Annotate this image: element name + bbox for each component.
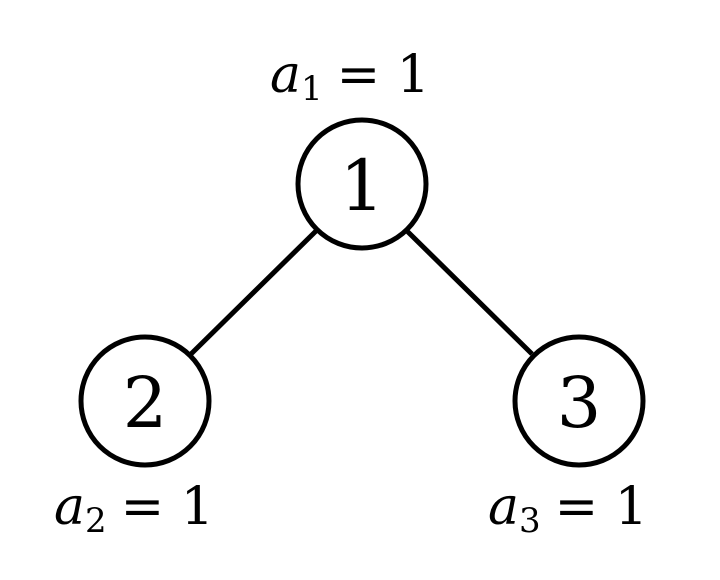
var: a <box>270 45 301 105</box>
edge-1-3 <box>405 229 534 356</box>
var: a <box>488 477 519 537</box>
node-3 <box>512 334 646 468</box>
equation: = 1 <box>121 477 214 537</box>
subscript: 3 <box>519 501 541 541</box>
node-2-label: 2 <box>123 362 168 444</box>
var: a <box>54 477 85 537</box>
equation: = 1 <box>555 477 648 537</box>
node-2 <box>78 334 212 468</box>
node-3-annotation: a3 = 1 <box>488 477 648 541</box>
edge-1-2 <box>189 229 318 356</box>
node-1 <box>295 117 429 251</box>
node-1-label: 1 <box>340 145 385 227</box>
node-2-annotation: a2 = 1 <box>54 477 214 541</box>
equation: = 1 <box>337 45 430 105</box>
subscript: 2 <box>85 501 107 541</box>
node-3-label: 3 <box>557 362 602 444</box>
subscript: 1 <box>301 69 323 109</box>
node-1-annotation: a1 = 1 <box>270 45 430 109</box>
